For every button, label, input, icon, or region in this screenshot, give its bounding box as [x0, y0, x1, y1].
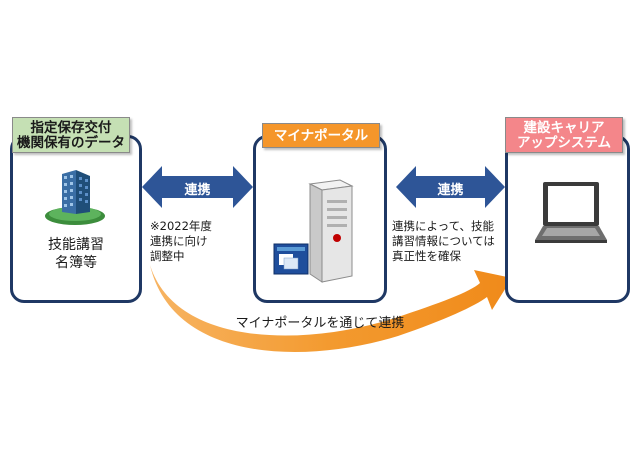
left-note-line-2: 連携に向け: [150, 234, 208, 248]
building-icon: [45, 170, 105, 225]
right-link-label: 連携: [437, 183, 464, 198]
right-title-line-2: アップシステム: [516, 135, 612, 151]
left-note-line-3: 調整中: [150, 249, 185, 263]
right-note-line-2: 講習情報については: [392, 234, 495, 248]
left-arrow-note: ※2022年度 連携に向け 調整中: [150, 219, 212, 264]
laptop-icon: [535, 182, 607, 243]
curved-arrow-body: [150, 265, 512, 353]
left-link-arrow: [142, 166, 253, 208]
left-link-label: 連携: [184, 183, 211, 198]
left-note-line-1: ※2022年度: [150, 219, 212, 233]
left-title-line-1: 指定保存交付: [30, 120, 112, 136]
left-panel-title: 指定保存交付 機関保有のデータ: [12, 117, 130, 153]
server-icon: [273, 179, 354, 283]
left-content-line-2: 名簿等: [55, 255, 97, 271]
right-panel-title: 建設キャリア アップシステム: [505, 117, 623, 153]
right-note-line-1: 連携によって、技能: [392, 219, 495, 233]
right-arrow-note: 連携によって、技能 講習情報については 真正性を確保: [392, 219, 495, 264]
left-content-line-1: 技能講習: [48, 237, 104, 253]
right-title-line-1: 建設キャリア: [523, 120, 605, 136]
left-title-line-2: 機関保有のデータ: [17, 135, 125, 151]
left-panel-content: 技能講習 名簿等: [20, 236, 132, 272]
center-panel-title: マイナポータル: [262, 123, 380, 148]
right-link-arrow: [396, 166, 505, 208]
curved-arrow-label: マイナポータルを通じて連携: [235, 316, 405, 331]
right-note-line-3: 真正性を確保: [392, 249, 461, 263]
